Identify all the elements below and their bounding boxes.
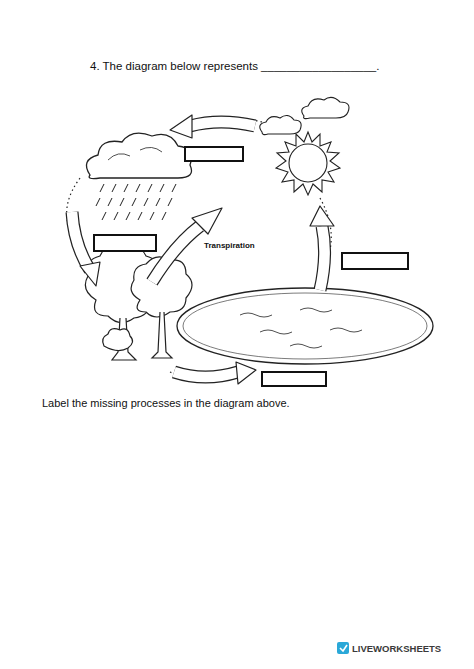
- rain-cloud: [86, 133, 191, 178]
- answer-box: [94, 147, 408, 386]
- small-cloud: [260, 115, 301, 134]
- instruction-caption: Label the missing processes in the diagr…: [42, 397, 290, 409]
- logo-mark: [337, 642, 349, 654]
- lake: [177, 288, 433, 364]
- watermark: LIVEWORKSHEETS: [352, 643, 441, 654]
- process-arrows: [72, 122, 325, 377]
- arrow-heads: [80, 115, 334, 384]
- process-label: Transpiration: [204, 241, 255, 250]
- question-title: 4. The diagram below represents ________…: [90, 60, 379, 72]
- small-cloud: [302, 97, 349, 118]
- trees: [85, 245, 192, 360]
- sun: [276, 132, 340, 195]
- rain: [96, 184, 176, 220]
